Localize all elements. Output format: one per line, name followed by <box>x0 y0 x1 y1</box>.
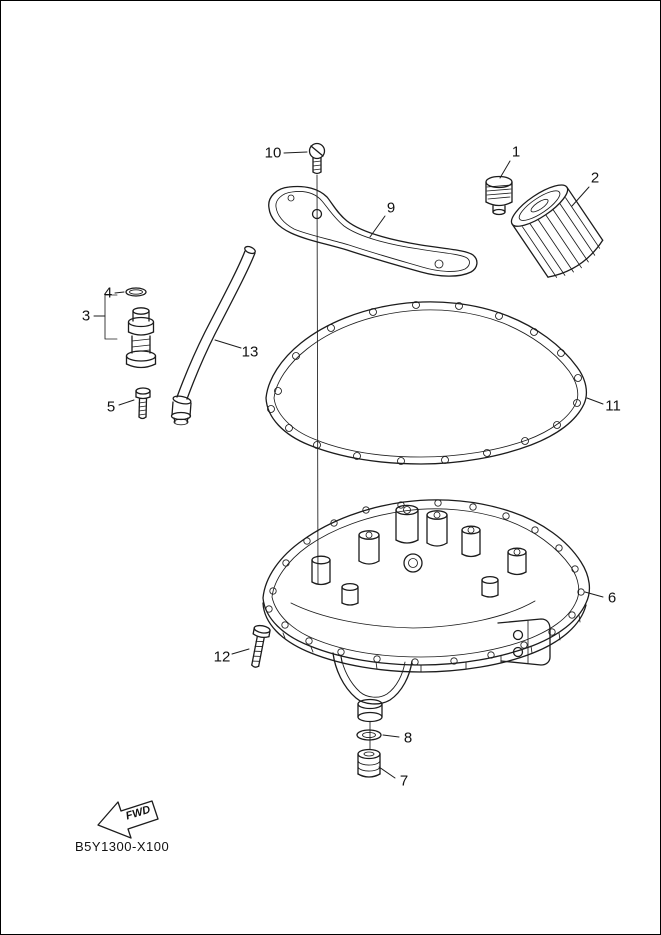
callout-4[interactable]: 4 <box>103 284 113 302</box>
leader-line-2 <box>571 186 590 207</box>
callout-5[interactable]: 5 <box>106 398 116 416</box>
leader-line-6 <box>584 591 604 598</box>
callout-2[interactable]: 2 <box>590 169 600 187</box>
oil-filter-2 <box>510 184 604 278</box>
leader-lines <box>93 151 604 779</box>
callout-10[interactable]: 10 <box>264 144 282 162</box>
flange-bolt-12 <box>251 624 271 668</box>
drain-washer-8 <box>356 729 382 741</box>
leader-line-1 <box>499 160 511 179</box>
oil-pan-6 <box>262 499 591 723</box>
pan-gasket-11 <box>265 301 588 465</box>
callout-9[interactable]: 9 <box>386 199 396 217</box>
strainer-plate-9 <box>268 185 478 277</box>
assembly-line-screw <box>316 174 319 585</box>
leader-line-10 <box>283 151 308 154</box>
leader-line-11 <box>586 397 604 405</box>
pan-bracket <box>497 618 551 666</box>
gauge-bolt-5 <box>135 387 151 420</box>
leader-line-9 <box>369 215 386 238</box>
leader-line-8 <box>382 734 400 738</box>
pan-screw-10 <box>308 142 326 175</box>
callout-13[interactable]: 13 <box>241 343 259 361</box>
callout-11[interactable]: 11 <box>605 397 621 415</box>
fwd-arrow-icon <box>97 800 159 839</box>
leader-line-5 <box>118 399 135 406</box>
leader-line-13 <box>214 339 242 349</box>
callout-6[interactable]: 6 <box>607 589 617 607</box>
oil-pipe-13 <box>170 245 256 426</box>
callout-12[interactable]: 12 <box>213 648 231 666</box>
filter-union-1 <box>485 175 513 216</box>
callout-1[interactable]: 1 <box>511 143 521 161</box>
drain-spring-7 <box>357 748 381 778</box>
leader-line-4 <box>114 291 125 294</box>
leader-line-7 <box>378 766 396 779</box>
leader-line-12 <box>231 648 250 655</box>
oil-level-gauge-3 <box>104 287 157 369</box>
callout-8[interactable]: 8 <box>403 729 413 747</box>
diagram-code: B5Y1300-X100 <box>75 839 170 854</box>
callout-3[interactable]: 3 <box>81 307 91 325</box>
callout-7[interactable]: 7 <box>399 772 409 790</box>
